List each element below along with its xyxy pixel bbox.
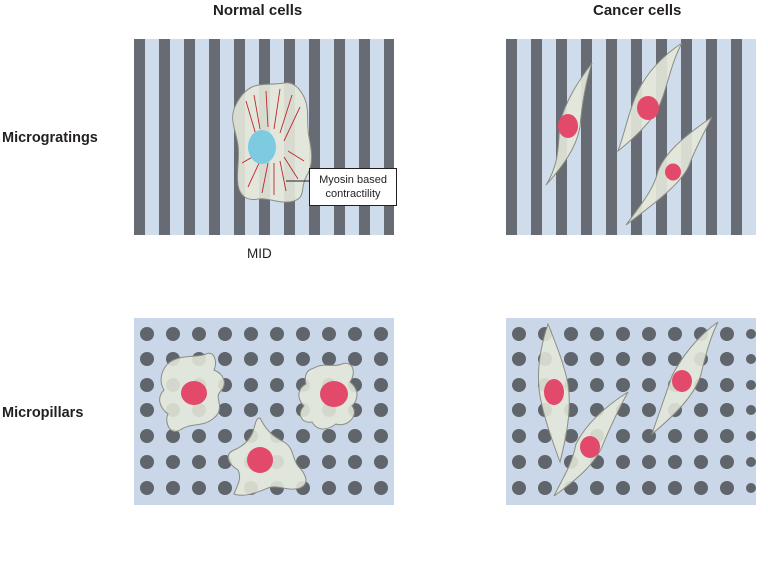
cancer-cell-3-nucleus [665, 163, 681, 181]
cancer-pillar-cell-2-nucleus [580, 436, 600, 458]
myosin-fibers [241, 88, 305, 195]
row-label-microgratings: Microgratings [2, 130, 98, 146]
cancer-cell-1-nucleus [558, 114, 578, 138]
panel-cancer-microgratings [506, 39, 756, 235]
panel-normal-microgratings [134, 39, 394, 235]
normal-pillar-cell-2-nucleus [320, 381, 348, 407]
normal-pillar-cell-1-nucleus [181, 381, 207, 405]
caption-mid: MID [247, 246, 272, 261]
cancer-pillar-cell-1-nucleus [544, 379, 564, 405]
normal-pillar-cell-3-nucleus [247, 447, 273, 473]
callout-line-1: Myosin based [319, 174, 387, 186]
cancer-cell-2-nucleus [637, 96, 659, 120]
column-title-normal-cells: Normal cells [213, 2, 303, 19]
panel-cancer-micropillars [506, 318, 756, 505]
panel-normal-micropillars [134, 318, 394, 505]
myosin-callout: Myosin based contractility [309, 168, 397, 206]
cancer-pillar-cell-3-nucleus [672, 370, 692, 392]
normal-cell-nucleus [248, 130, 276, 164]
column-title-cancer-cells: Cancer cells [593, 2, 682, 19]
row-label-micropillars: Micropillars [2, 405, 84, 421]
callout-line-2: contractility [325, 188, 381, 200]
